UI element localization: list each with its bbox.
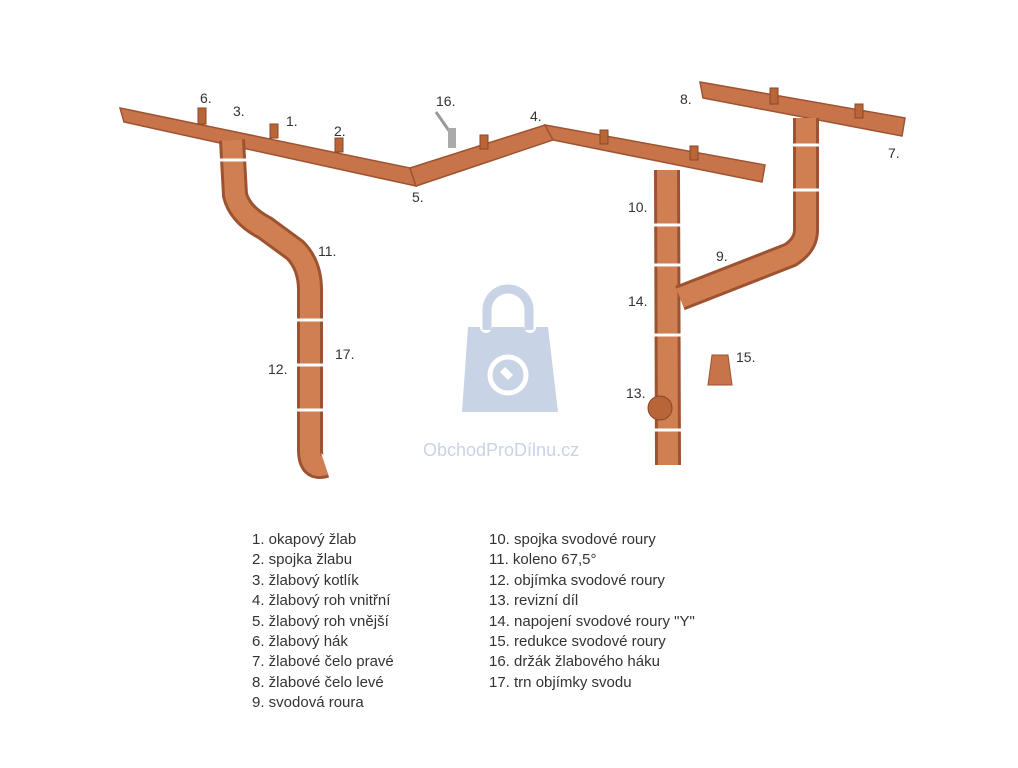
callout-16: 16.	[436, 93, 456, 109]
callout-1: 1.	[286, 113, 298, 129]
legend-item: 10. spojka svodové roury	[489, 531, 656, 548]
callout-11: 11.	[318, 243, 337, 259]
gutter-right	[699, 81, 906, 137]
callout-9: 9.	[716, 248, 728, 264]
legend-item: 1. okapový žlab	[252, 531, 357, 548]
downpipe-right	[647, 118, 819, 466]
legend-item: 7. žlabové čelo pravé	[252, 653, 394, 671]
legend-item: 17. trn objímky svodu	[489, 673, 632, 691]
legend-left: 1. okapový žlab 2. spojka žlabu 3. žlabo…	[252, 530, 394, 714]
pipe-joints	[220, 143, 820, 432]
legend-item: 14. napojení svodové roury "Y"	[489, 612, 695, 630]
callout-3: 3.	[233, 103, 245, 119]
hook-bracket	[434, 111, 456, 148]
watermark-text: ObchodProDílnu.cz	[423, 440, 580, 460]
gutter-hooks	[197, 87, 864, 161]
callout-17: 17.	[335, 346, 355, 362]
callout-4: 4.	[530, 108, 542, 124]
legend-item: 11. koleno 67,5°	[489, 551, 597, 569]
legend-item: 16. držák žlabového háku	[489, 653, 660, 671]
legend-item: 6. žlabový hák	[252, 633, 348, 651]
watermark-bag-icon	[462, 284, 558, 412]
legend-item: 2. spojka žlabu	[252, 551, 353, 569]
legend-item: 8. žlabové čelo levé	[252, 673, 384, 691]
legend-item: 4. žlabový roh vnitřní	[252, 592, 391, 610]
legend-item: 13. revizní díl	[489, 592, 579, 610]
legend-right: 10. spojka svodové roury 11. koleno 67,5…	[489, 530, 695, 693]
legend-item: 15. redukce svodové roury	[489, 633, 666, 651]
callout-2: 2.	[334, 123, 346, 139]
legend-item: 5. žlabový roh vnější	[252, 612, 389, 630]
callout-10: 10.	[628, 199, 648, 215]
callout-12: 12.	[268, 361, 288, 377]
callout-7: 7.	[888, 145, 900, 161]
downpipe-left	[219, 139, 330, 479]
callout-14: 14.	[628, 293, 648, 309]
legend-item: 9. svodová roura	[252, 694, 364, 712]
callout-13: 13.	[626, 385, 646, 401]
callout-6: 6.	[200, 90, 212, 106]
legend-item: 12. objímka svodové roury	[489, 571, 665, 589]
callout-8: 8.	[680, 91, 692, 107]
callout-5: 5.	[412, 189, 424, 205]
callout-15: 15.	[736, 349, 756, 365]
legend-item: 3. žlabový kotlík	[252, 571, 359, 589]
